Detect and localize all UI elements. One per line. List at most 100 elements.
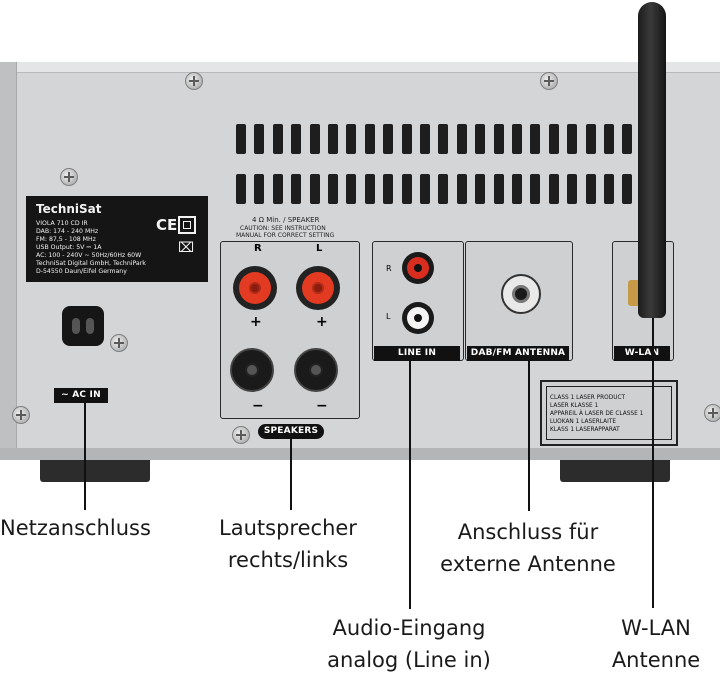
line-in-tag: LINE IN <box>374 346 460 361</box>
screw-icon <box>232 426 250 444</box>
screw-icon <box>185 72 203 90</box>
line-in-left-jack <box>402 302 434 334</box>
vent-slot <box>272 124 283 154</box>
speaker-r-positive-terminal <box>233 266 277 310</box>
weee-bin-icon: ⌧ <box>178 240 195 256</box>
label-line: D-54550 Daun/Eifel Germany <box>36 268 127 275</box>
wlan-antenna <box>638 2 666 318</box>
vent-slot <box>309 174 320 204</box>
vent-slot <box>309 124 320 154</box>
vent-slot <box>622 124 633 154</box>
speaker-r-label: R <box>254 243 262 254</box>
vent-slot <box>512 124 522 154</box>
speaker-r-negative-terminal <box>230 348 274 392</box>
callout-line-wlan <box>652 318 654 608</box>
line-in-r-label: R <box>386 264 392 273</box>
screw-icon <box>12 406 30 424</box>
vent-slot <box>475 174 486 204</box>
speaker-l-negative-terminal <box>294 348 338 392</box>
vent-slot <box>512 174 522 204</box>
vent-slot <box>291 174 302 204</box>
vent-slot <box>420 174 430 204</box>
caption-wlan-line1: W-LAN <box>621 616 691 640</box>
vent-slot <box>456 174 467 204</box>
dab-fm-antenna-socket <box>501 274 541 314</box>
vent-slot <box>438 174 449 204</box>
dab-fm-antenna-tag: DAB/FM ANTENNA <box>467 346 569 361</box>
vent-slot <box>291 124 302 154</box>
vent-slot <box>585 124 596 154</box>
label-line: DAB: 174 - 240 MHz <box>36 228 99 235</box>
vent-slot <box>456 124 467 154</box>
rating-label-plate: TechniSat VIOLA 710 CD IR DAB: 174 - 240… <box>26 196 208 282</box>
vent-slot <box>272 174 283 204</box>
ac-power-socket <box>62 306 104 346</box>
callout-line-antenna <box>528 361 530 511</box>
vent-slot <box>401 174 412 204</box>
wlan-tag: W-LAN <box>614 346 670 361</box>
vent-slot <box>364 174 375 204</box>
vent-slot <box>604 174 614 204</box>
left-foot <box>40 460 150 482</box>
bottom-rim <box>0 448 720 460</box>
caption-antenna-line2: externe Antenne <box>440 552 616 576</box>
caption-speakers-line2: rechts/links <box>227 548 349 572</box>
laser-line: KLASS 1 LASERAPPARAT <box>550 427 620 433</box>
vent-slot <box>493 124 504 154</box>
vent-slot <box>548 174 559 204</box>
vent-slot <box>548 124 559 154</box>
speaker-warning-line: 4 Ω Min. / SPEAKER <box>252 216 320 224</box>
vent-slot <box>383 124 394 154</box>
vent-slot <box>383 174 394 204</box>
label-line: USB Output: 5V ⎓ 1A <box>36 244 102 251</box>
speaker-warning-line: CAUTION: SEE INSTRUCTION <box>240 225 326 232</box>
ce-icon: CE <box>156 216 178 234</box>
label-line: FM: 87,5 - 108 MHz <box>36 236 96 243</box>
brand-name: TechniSat <box>36 202 102 216</box>
caption-antenna-line1: Anschluss für <box>457 520 599 544</box>
minus-sign: − <box>252 398 264 414</box>
speakers-tag: SPEAKERS <box>258 424 324 439</box>
laser-line: LASER KLASSE 1 <box>550 403 599 409</box>
callout-line-speakers <box>290 439 292 510</box>
caption-audio-line2: analog (Line in) <box>327 648 491 672</box>
vent-slot <box>328 174 338 204</box>
screw-icon <box>110 334 128 352</box>
vent-slot <box>236 124 246 154</box>
screw-icon <box>540 72 558 90</box>
vent-slot <box>475 124 486 154</box>
label-line: VIOLA 710 CD IR <box>36 220 88 227</box>
vent-slot <box>493 174 504 204</box>
vent-slot <box>401 124 412 154</box>
laser-label-border <box>546 386 672 440</box>
laser-line: LUOKAN 1 LASERLAITE <box>550 419 617 425</box>
vent-slot <box>622 174 633 204</box>
vent-slot <box>254 174 265 204</box>
vent-slot <box>604 124 614 154</box>
vent-slot <box>236 174 246 204</box>
vent-slot <box>530 124 541 154</box>
ventilation-grille <box>236 124 640 214</box>
double-insulation-icon <box>178 216 196 234</box>
caption-wlan-line2: Antenne <box>611 648 701 672</box>
speaker-l-positive-terminal <box>296 266 340 310</box>
laser-line: APPAREIL À LASER DE CLASSE 1 <box>550 411 644 417</box>
screw-icon <box>60 168 78 186</box>
vent-slot <box>346 124 357 154</box>
right-foot <box>560 460 670 482</box>
plus-sign: + <box>250 314 262 330</box>
vent-slot <box>567 124 578 154</box>
vent-slot <box>420 124 430 154</box>
minus-sign: − <box>316 398 328 414</box>
ac-in-tag: ~ AC IN <box>54 388 108 403</box>
line-in-right-jack <box>402 252 434 284</box>
vent-slot <box>567 174 578 204</box>
plus-sign: + <box>316 314 328 330</box>
vent-slot <box>254 124 265 154</box>
caption-speakers-line1: Lautsprecher <box>219 516 357 540</box>
left-side-panel <box>0 62 17 460</box>
speaker-terminal-panel <box>220 241 360 419</box>
vent-slot <box>585 174 596 204</box>
top-rim <box>0 62 720 73</box>
speaker-l-label: L <box>316 243 323 254</box>
